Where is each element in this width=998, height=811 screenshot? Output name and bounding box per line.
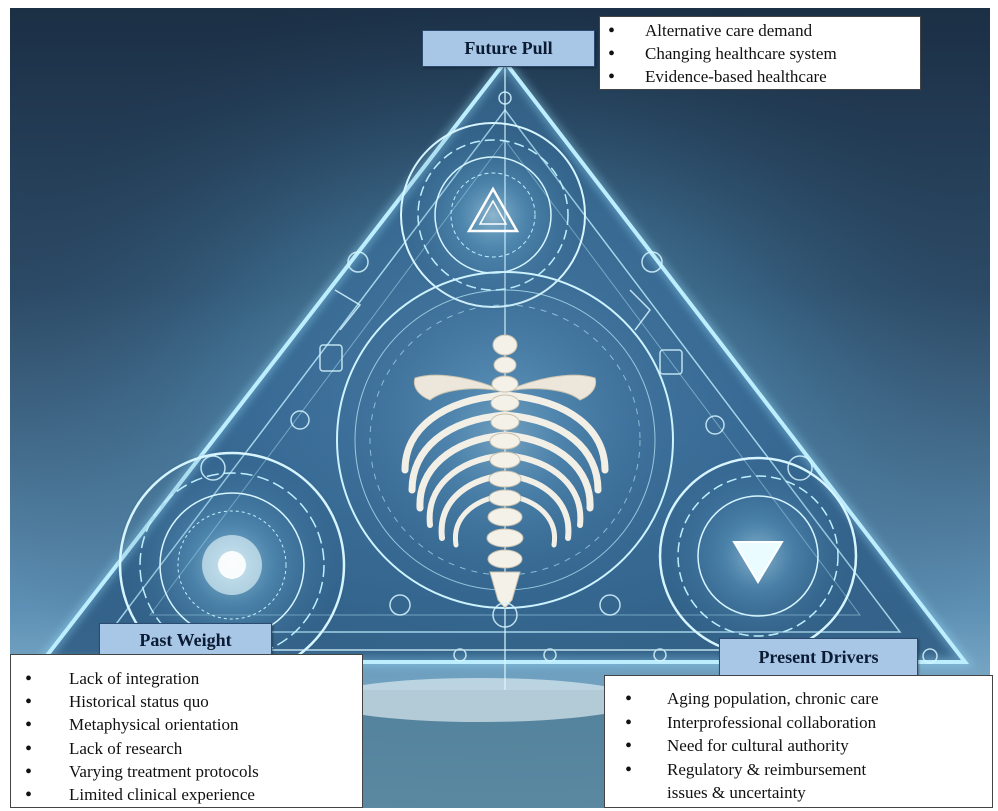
past-weight-list: Lack of integration Historical status qu…: [10, 654, 363, 808]
list-item: Evidence-based healthcare: [600, 65, 920, 88]
list-item: Historical status quo: [11, 690, 362, 713]
past-weight-label: Past Weight: [99, 623, 272, 658]
list-item: Lack of integration: [11, 667, 362, 690]
list-item: Aging population, chronic care: [605, 687, 992, 711]
list-item: Limited clinical experience: [11, 783, 362, 806]
future-pull-label: Future Pull: [422, 30, 595, 67]
list-item: Regulatory & reimbursement: [605, 758, 992, 782]
list-item: Changing healthcare system: [600, 42, 920, 65]
list-item: Need for cultural authority: [605, 734, 992, 758]
horizon-clouds: [320, 678, 640, 722]
present-drivers-list: Aging population, chronic care Interprof…: [604, 675, 993, 808]
list-item-continuation: issues & uncertainty: [605, 781, 992, 805]
present-drivers-label: Present Drivers: [719, 638, 918, 676]
future-pull-list: Alternative care demand Changing healthc…: [599, 16, 921, 90]
list-item: Varying treatment protocols: [11, 760, 362, 783]
list-item: Interprofessional collaboration: [605, 711, 992, 735]
list-item: Alternative care demand: [600, 19, 920, 42]
bottom-right-circle: [658, 456, 858, 656]
list-item: Metaphysical orientation: [11, 713, 362, 736]
list-item: Lack of research: [11, 737, 362, 760]
